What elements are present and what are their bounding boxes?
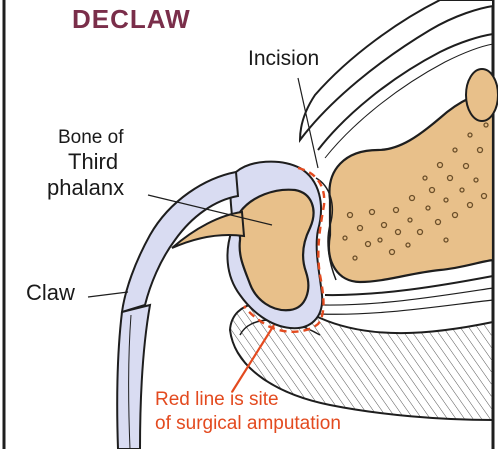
amputation-label-line-2: of surgical amputation xyxy=(155,414,341,434)
bone-label-line-3: phalanx xyxy=(47,176,124,199)
incision-label: Incision xyxy=(248,48,319,70)
claw-label: Claw xyxy=(26,281,75,304)
claw-tip xyxy=(117,305,150,449)
bone-knob xyxy=(466,69,498,121)
skin-lower-line-3 xyxy=(320,300,493,314)
diagram-title: DECLAW xyxy=(72,6,191,33)
bone-label-line-1: Bone of xyxy=(58,128,124,148)
second-phalanx-bone xyxy=(329,92,493,282)
bone-label-line-2: Third xyxy=(68,150,118,173)
amputation-label-line-1: Red line is site xyxy=(155,390,279,410)
claw-pointer xyxy=(88,292,128,297)
